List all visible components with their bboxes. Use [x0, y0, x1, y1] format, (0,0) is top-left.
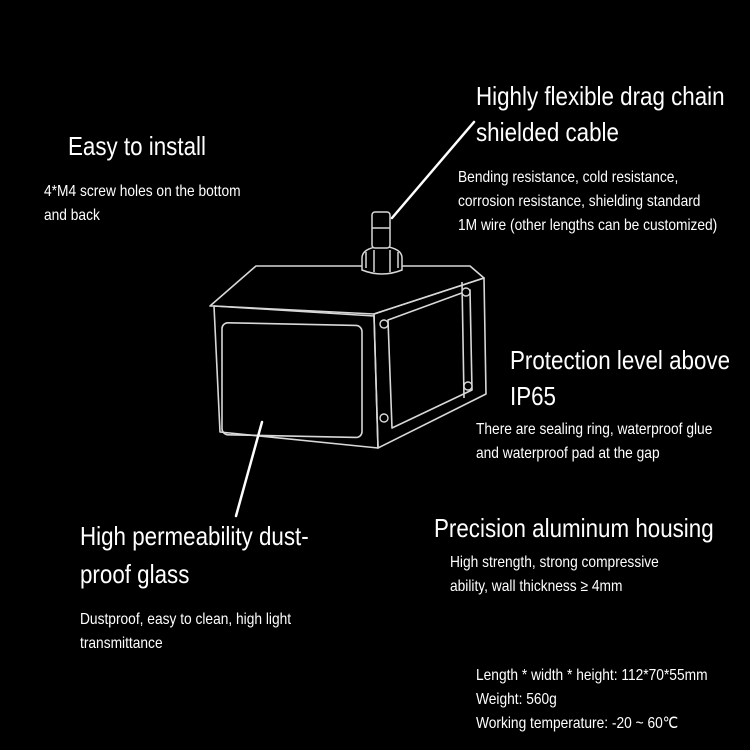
glass-desc-line2: transmittance [80, 635, 163, 652]
cable-title-line1: Highly flexible drag chain [476, 81, 725, 111]
cable-callout-line [390, 120, 476, 220]
housing-desc-line2: ability, wall thickness ≥ 4mm [450, 578, 623, 595]
cable-desc-line3: 1M wire (other lengths can be customized… [458, 217, 718, 234]
housing-front-face [213, 305, 379, 449]
glass-title-line2: proof glass [80, 559, 190, 589]
spec-weight: Weight: 560g [476, 691, 557, 708]
housing-side-face [373, 277, 487, 449]
screw-icon [379, 413, 389, 423]
glass-window [221, 321, 363, 439]
install-desc-line1: 4*M4 screw holes on the bottom [44, 183, 241, 200]
spec-temperature: Working temperature: -20 ~ 60℃ [476, 715, 679, 732]
screw-icon [461, 287, 471, 297]
cable-desc-line1: Bending resistance, cold resistance, [458, 169, 679, 186]
install-title: Easy to install [68, 131, 206, 161]
protection-title-line1: Protection level above [510, 345, 731, 375]
spec-dimensions: Length * width * height: 112*70*55mm [476, 667, 708, 684]
housing-title: Precision aluminum housing [434, 513, 714, 543]
housing-top-face [209, 265, 485, 315]
install-desc-line2: and back [44, 207, 100, 224]
screw-icon [379, 319, 389, 329]
screw-icon [463, 381, 473, 391]
glass-callout-line [234, 420, 264, 518]
cable-desc-line2: corrosion resistance, shielding standard [458, 193, 701, 210]
cable-icon [371, 211, 391, 249]
glass-title-line1: High permeability dust- [80, 521, 309, 551]
housing-desc-line1: High strength, strong compressive [450, 554, 659, 571]
protection-desc-line1: There are sealing ring, waterproof glue [476, 421, 713, 438]
cable-gland [361, 245, 403, 275]
protection-title-line2: IP65 [510, 381, 557, 411]
cable-title-line2: shielded cable [476, 117, 619, 147]
glass-desc-line1: Dustproof, easy to clean, high light [80, 611, 292, 628]
protection-desc-line2: and waterproof pad at the gap [476, 445, 660, 462]
side-panel [387, 289, 473, 429]
